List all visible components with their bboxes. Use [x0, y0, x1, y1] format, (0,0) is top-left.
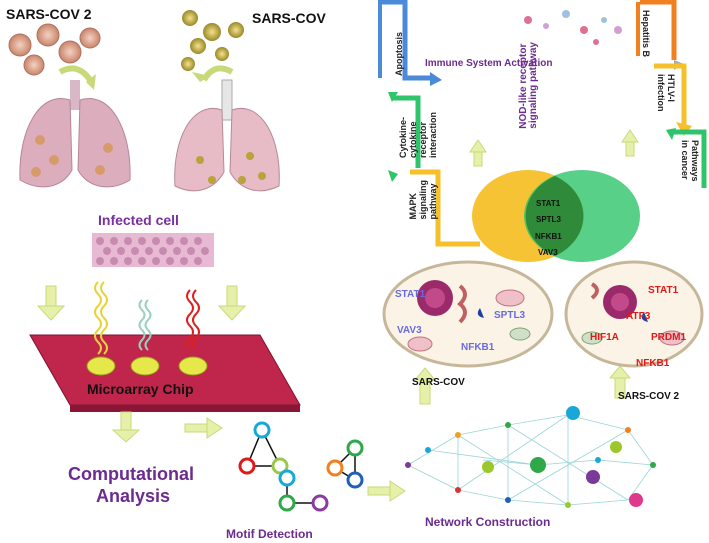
pathway-immune-system-activation: Immune System Activation — [425, 58, 553, 69]
infected-cell-label: Infected cell — [98, 212, 179, 228]
right-gene-atf3: ATF3 — [626, 311, 651, 322]
pathway-mapk: MAPK signaling pathway — [408, 180, 438, 220]
network-construction-label: Network Construction — [425, 515, 551, 529]
virus-illustrations — [8, 10, 244, 76]
motif-graphs — [238, 421, 364, 512]
sars-cov-virions — [181, 10, 244, 71]
pathway-hepatitis-b: Hepatitis B — [641, 10, 651, 58]
sars-cov-label: SARS-COV — [252, 10, 326, 26]
venn-gene-sptl3: SPTL3 — [536, 215, 561, 224]
sars-cov-cell — [382, 260, 554, 368]
pathway-htlv-line2: infection — [656, 74, 666, 112]
left-gene-vav3: VAV3 — [397, 325, 422, 336]
microarray-section — [29, 281, 301, 412]
pathway-nod-like: NOD-like receptor signaling pathway — [518, 42, 539, 129]
right-gene-stat1: STAT1 — [648, 285, 679, 296]
down-arrow-left — [36, 285, 66, 321]
left-gene-stat1: STAT1 — [395, 289, 426, 300]
pathway-cytokine-line1: Cytokine- — [398, 117, 408, 159]
pathway-htlv-line1: HTLV-I — [666, 74, 676, 102]
pathway-cytokine-line2: cytokine — [408, 121, 418, 159]
pathway-mapk-line2: signaling — [418, 180, 428, 220]
right-lungs — [174, 79, 280, 192]
computational-analysis-line2: Analysis — [96, 486, 171, 506]
pathway-htlv: HTLV-I infection — [656, 74, 676, 112]
sars-cov2-label: SARS-COV 2 — [6, 6, 92, 22]
network-graph — [405, 406, 656, 508]
left-gene-nfkb1: NFKB1 — [461, 342, 495, 353]
pathway-mapk-line1: MAPK — [408, 193, 418, 220]
pathway-nod-line2: signaling pathway — [528, 42, 539, 129]
down-arrow-right — [217, 285, 247, 321]
venn-diagram — [472, 170, 640, 262]
left-lungs — [19, 80, 131, 188]
pathway-cytokine-line3: receptor — [418, 122, 428, 159]
pathway-cancer-line1: Pathways — [690, 140, 700, 182]
pathway-brackets — [378, 0, 707, 247]
infected-cell-tissue — [92, 233, 214, 267]
right-gene-nfkb1: NFKB1 — [636, 358, 670, 369]
pathway-cancer-line2: in cancer — [680, 140, 690, 180]
pathway-mapk-line3: pathway — [428, 183, 438, 220]
flow-arrows-bottom-left — [111, 411, 406, 502]
sars-cov-cell-label: SARS-COV — [412, 377, 465, 388]
right-gene-prdm1: PRDM1 — [651, 332, 687, 343]
pathway-cancer: Pathways in cancer — [680, 140, 700, 182]
sars-cov2-cell — [564, 260, 704, 368]
venn-gene-vav3: VAV3 — [538, 248, 558, 257]
left-gene-sptl3: SPTL3 — [494, 310, 526, 321]
venn-gene-nfkb1: NFKB1 — [535, 232, 562, 241]
motif-detection-label: Motif Detection — [226, 527, 313, 541]
venn-gene-stat1: STAT1 — [536, 199, 561, 208]
pathway-cytokine: Cytokine- cytokine receptor interaction — [398, 112, 438, 158]
up-arrows — [413, 129, 639, 405]
pathway-apoptosis: Apoptosis — [394, 32, 404, 76]
microarray-chip-label: Microarray Chip — [87, 381, 194, 397]
pathway-cytokine-line4: interaction — [428, 112, 438, 159]
computational-analysis-line1: Computational — [68, 464, 194, 484]
lungs-illustration — [19, 65, 280, 192]
sars-cov2-cell-label: SARS-COV 2 — [618, 391, 680, 402]
sars-cov2-virions — [8, 23, 101, 76]
right-gene-hif1a: HIF1A — [590, 332, 619, 343]
